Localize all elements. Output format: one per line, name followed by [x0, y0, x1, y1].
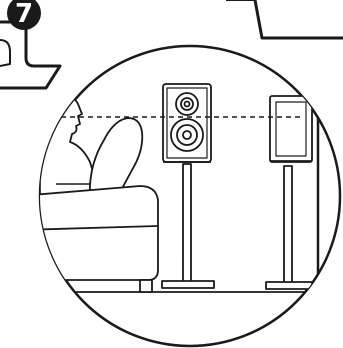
- speaker-stand: [161, 163, 215, 289]
- tweeter-icon: [175, 92, 199, 116]
- front-speaker: [162, 83, 212, 163]
- step-number-badge: 7: [7, 0, 41, 30]
- woofer-icon: [170, 118, 204, 152]
- sofa: [40, 117, 159, 293]
- top-left-panel-frame: [0, 20, 62, 90]
- rear-speaker: [269, 95, 313, 163]
- top-right-panel-frame: [226, 0, 343, 40]
- step-number: 7: [15, 0, 33, 29]
